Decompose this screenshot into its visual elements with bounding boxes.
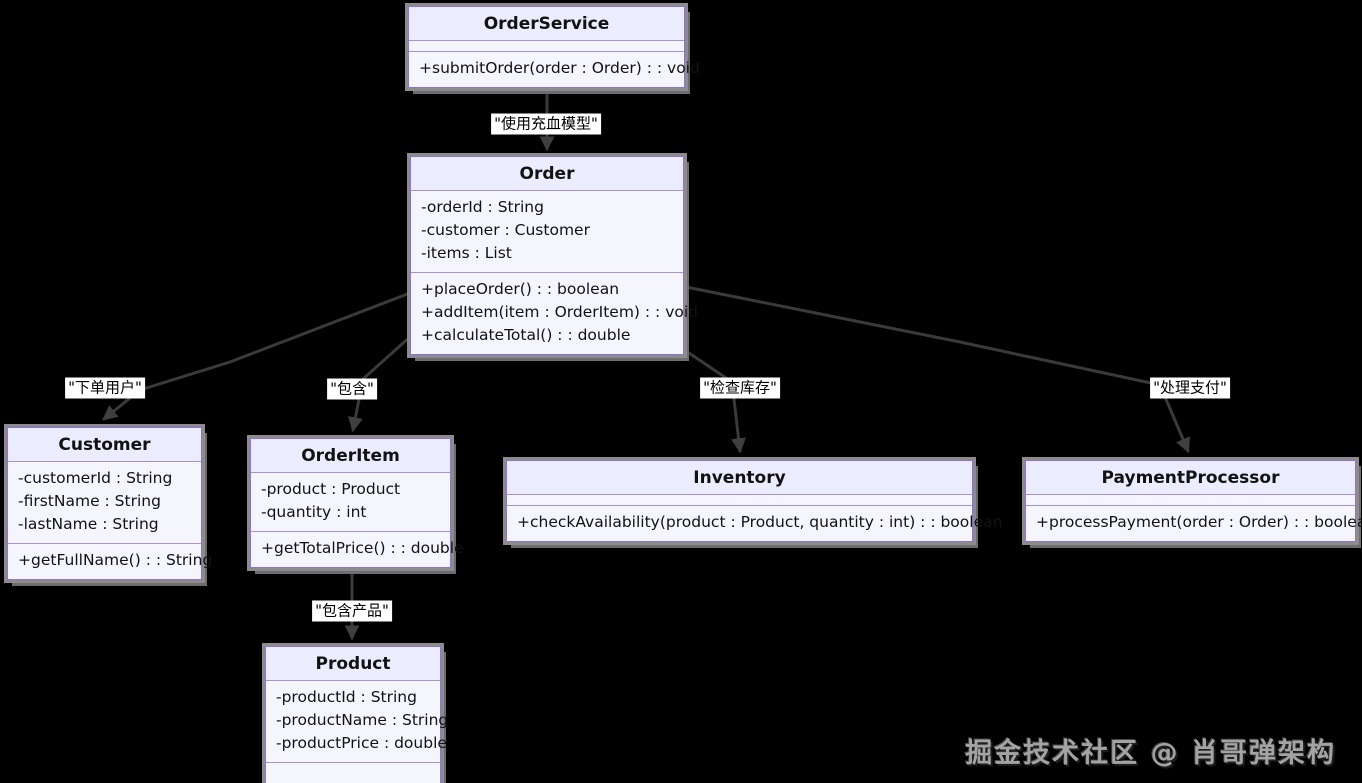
- edge-line: [102, 291, 412, 421]
- edge-line: [684, 285, 1190, 454]
- class-title: Customer: [8, 428, 201, 462]
- edge-label: "包含产品": [312, 600, 392, 622]
- class-title: OrderItem: [251, 439, 450, 473]
- class-attributes-section: [1026, 495, 1355, 506]
- class-method: +getFullName() : : String: [18, 551, 213, 569]
- class-method: +submitOrder(order : Order) : : void: [419, 59, 700, 77]
- class-attribute: -items : List: [421, 244, 512, 262]
- class-title: Product: [266, 647, 440, 681]
- edge-line: [684, 349, 746, 454]
- watermark: 掘金技术社区 @ 肖哥弹架构: [965, 738, 1336, 769]
- class-box-orderservice: OrderService +submitOrder(order : Order)…: [408, 6, 700, 88]
- class-methods-section: +getTotalPrice() : : double: [251, 532, 464, 567]
- edge-label: "处理支付": [1150, 377, 1230, 399]
- class-method: +getTotalPrice() : : double: [261, 539, 464, 557]
- class-title: Inventory: [507, 461, 972, 495]
- class-attribute: -firstName : String: [18, 492, 161, 510]
- class-method: +calculateTotal() : : double: [421, 326, 631, 344]
- class-attribute: -lastName : String: [18, 515, 159, 533]
- class-attributes-section: -productId : String -productName : String…: [266, 681, 449, 763]
- class-methods-section: +placeOrder() : : boolean +addItem(item :…: [411, 273, 698, 354]
- class-box-orderitem: OrderItem -product : Product -quantity : …: [250, 438, 464, 568]
- class-attributes-section: -orderId : String -customer : Customer -it…: [411, 191, 683, 273]
- class-methods-section: +checkAvailability(product : Product, qu…: [507, 506, 1003, 541]
- class-method: +checkAvailability(product : Product, qu…: [517, 513, 1003, 531]
- class-title: OrderService: [409, 7, 684, 41]
- class-title: Order: [411, 157, 683, 191]
- class-box-paymentprocessor: PaymentProcessor +processPayment(order :…: [1025, 460, 1362, 542]
- class-methods-section: +submitOrder(order : Order) : : void: [409, 52, 700, 87]
- class-attribute: -productPrice : double: [276, 734, 447, 752]
- class-box-product: Product -productId : String -productName …: [265, 646, 449, 783]
- class-methods-section: [266, 763, 440, 783]
- class-box-customer: Customer -customerId : String -firstName …: [7, 427, 213, 580]
- class-box-order: Order -orderId : String -customer : Custo…: [410, 156, 698, 355]
- class-box-inventory: Inventory +checkAvailability(product : P…: [506, 460, 1003, 542]
- class-attribute: -quantity : int: [261, 503, 367, 521]
- class-method: +addItem(item : OrderItem) : : void: [421, 303, 698, 321]
- class-method: +processPayment(order : Order) : : boole…: [1036, 513, 1362, 531]
- class-attribute: -customerId : String: [18, 469, 173, 487]
- class-attributes-section: [507, 495, 972, 506]
- class-attributes-section: -product : Product -quantity : int: [251, 473, 450, 532]
- edge-label: "使用充血模型": [491, 113, 601, 135]
- class-attribute: -orderId : String: [421, 198, 544, 216]
- edge-label: "检查库存": [700, 377, 780, 399]
- class-attributes-section: [409, 41, 684, 52]
- class-attribute: -productName : String: [276, 711, 449, 729]
- class-method: +placeOrder() : : boolean: [421, 280, 620, 298]
- class-attribute: -product : Product: [261, 480, 401, 498]
- class-methods-section: +getFullName() : : String: [8, 544, 213, 579]
- class-attribute: -productId : String: [276, 688, 417, 706]
- class-title: PaymentProcessor: [1026, 461, 1355, 495]
- class-attribute: -customer : Customer: [421, 221, 590, 239]
- edge-label: "包含": [327, 378, 377, 400]
- class-methods-section: +processPayment(order : Order) : : boole…: [1026, 506, 1362, 541]
- edge-label: "下单用户": [65, 377, 145, 399]
- class-attributes-section: -customerId : String -firstName : String -…: [8, 462, 201, 544]
